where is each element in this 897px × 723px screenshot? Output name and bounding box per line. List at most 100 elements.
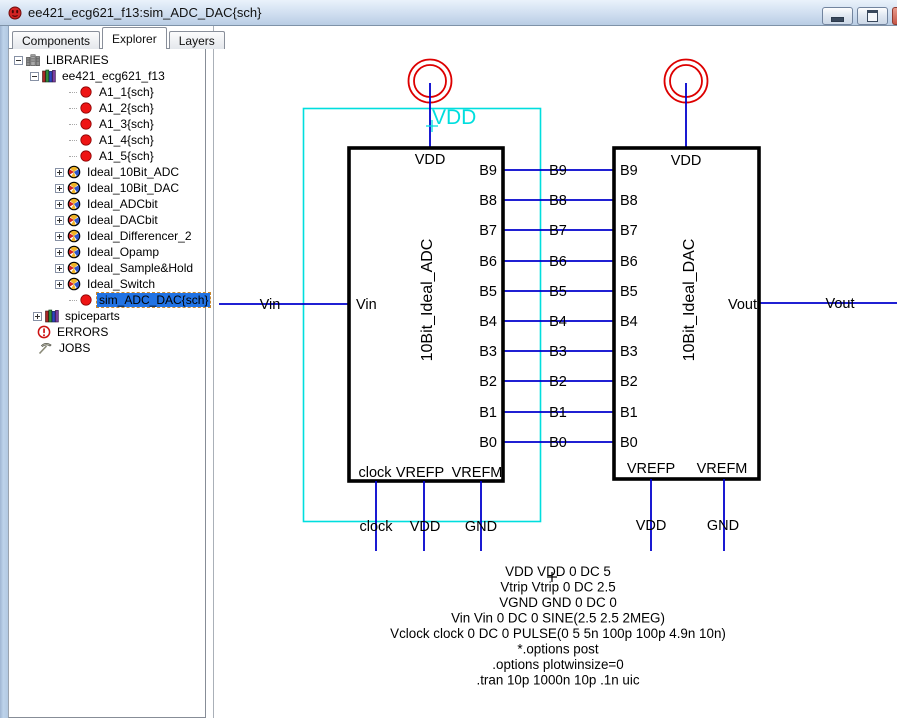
dac-pin-vrefp: VREFP (627, 461, 675, 477)
libraries-icon (26, 53, 40, 67)
tree-item-cellgroup[interactable]: Ideal_DACbit (9, 212, 205, 228)
minimize-button[interactable] (822, 7, 853, 25)
dac-instance[interactable]: VDD Vout VREFP VREFM 10Bit_Ideal_DAC B9 … (612, 146, 761, 481)
vdd-power-symbol[interactable] (407, 58, 453, 149)
tree-item-cellgroup[interactable]: Ideal_Opamp (9, 244, 205, 260)
tree-item-jobs[interactable]: JOBS (9, 340, 205, 356)
adc-instance[interactable]: VDD Vin clock VREFP VREFM 10Bit_Ideal_AD… (347, 146, 505, 483)
side-tabs: Components Explorer Layers (12, 27, 227, 49)
adc-pin-clock: clock (358, 465, 392, 481)
tree-item-errors[interactable]: ERRORS (9, 324, 205, 340)
library-icon (42, 69, 56, 83)
svg-text:B8: B8 (479, 193, 497, 209)
adc-pin-vrefm: VREFM (452, 465, 503, 481)
tree-item-cellgroup[interactable]: Ideal_Switch (9, 276, 205, 292)
tab-explorer[interactable]: Explorer (102, 27, 167, 49)
expand-toggle-icon[interactable] (55, 247, 64, 257)
tab-components[interactable]: Components (12, 31, 101, 49)
tree-item-cellgroup[interactable]: Ideal_ADCbit (9, 196, 205, 212)
bus-net-labels[interactable]: B9 B8 B7 B6 B5 B4 B3 B2 B1 B0 (549, 163, 567, 451)
schematic-canvas[interactable]: VDD Vin Vout VDD Vin clock VREFP VREFM 1… (213, 26, 897, 718)
collapse-toggle-icon[interactable] (14, 55, 23, 65)
svg-text:B6: B6 (479, 254, 497, 270)
expand-toggle-icon[interactable] (55, 199, 64, 209)
svg-text:B6: B6 (620, 254, 638, 270)
expand-toggle-icon[interactable] (55, 231, 64, 241)
library-icon (45, 309, 59, 323)
vdd-power-symbol[interactable] (663, 58, 709, 149)
expand-toggle-icon[interactable] (55, 263, 64, 273)
vdd-net-label-dac[interactable]: VDD (636, 518, 667, 534)
svg-text:VDD VDD 0 DC 5: VDD VDD 0 DC 5 (505, 564, 611, 579)
tree-item-cell[interactable]: A1_3{sch} (9, 116, 205, 132)
svg-text:B0: B0 (549, 435, 567, 451)
tree-item-cell[interactable]: A1_1{sch} (9, 84, 205, 100)
maximize-icon (867, 10, 878, 22)
gnd-net-label-dac[interactable]: GND (707, 518, 739, 534)
svg-text:.tran 10p 1000n 10p .1n uic: .tran 10p 1000n 10p .1n uic (476, 673, 639, 688)
adc-bottom-wires[interactable] (375, 481, 482, 551)
dac-pin-vout: Vout (728, 297, 757, 313)
cell-group-icon (67, 181, 81, 195)
svg-text:B2: B2 (549, 374, 567, 390)
dac-pin-vdd: VDD (671, 153, 702, 169)
tree-item-cell[interactable]: A1_5{sch} (9, 148, 205, 164)
title-bar: ee421_ecg621_f13:sim_ADC_DAC{sch} (0, 0, 897, 26)
tree-item-cell[interactable]: A1_2{sch} (9, 100, 205, 116)
svg-text:B3: B3 (549, 344, 567, 360)
expand-toggle-icon[interactable] (33, 311, 42, 321)
close-button[interactable] (892, 7, 897, 25)
svg-text:B0: B0 (479, 435, 497, 451)
vdd-net-label-adc[interactable]: VDD (410, 519, 441, 535)
clock-net-label[interactable]: clock (359, 519, 393, 535)
tree-item-cellgroup[interactable]: Ideal_Sample&Hold (9, 260, 205, 276)
svg-text:B5: B5 (620, 284, 638, 300)
tree-item-cellgroup[interactable]: Ideal_10Bit_ADC (9, 164, 205, 180)
expand-toggle-icon[interactable] (55, 215, 64, 225)
spice-card[interactable]: VDD VDD 0 DC 5 Vtrip Vtrip 0 DC 2.5 VGND… (390, 564, 726, 688)
window-title: ee421_ecg621_f13:sim_ADC_DAC{sch} (28, 5, 262, 20)
expand-toggle-icon[interactable] (55, 279, 64, 289)
cell-icon (79, 293, 93, 307)
dac-pin-vrefm: VREFM (697, 461, 748, 477)
adc-pin-vin: Vin (356, 297, 377, 313)
svg-text:B1: B1 (620, 405, 638, 421)
tree-item-current-cell[interactable]: sim_ADC_DAC{sch} (9, 292, 212, 308)
svg-text:B9: B9 (620, 163, 638, 179)
tree-item-libraries[interactable]: LIBRARIES (9, 52, 205, 68)
tree-item-library[interactable]: ee421_ecg621_f13 (9, 68, 205, 84)
expand-toggle-icon[interactable] (55, 167, 64, 177)
tab-layers[interactable]: Layers (168, 31, 225, 49)
bus-wires[interactable] (504, 169, 613, 443)
collapse-toggle-icon[interactable] (30, 71, 39, 81)
cell-group-icon (67, 277, 81, 291)
svg-text:B6: B6 (549, 254, 567, 270)
svg-text:B2: B2 (479, 374, 497, 390)
cell-icon (79, 101, 93, 115)
selected-cell-label[interactable]: sim_ADC_DAC{sch} (95, 292, 212, 308)
svg-text:B4: B4 (620, 314, 638, 330)
svg-text:B3: B3 (620, 344, 638, 360)
gnd-net-label-adc[interactable]: GND (465, 519, 497, 535)
vdd-net-label[interactable]: VDD (426, 106, 476, 132)
cell-icon (79, 85, 93, 99)
tree-item-cellgroup[interactable]: Ideal_10Bit_DAC (9, 180, 205, 196)
tree-item-cell[interactable]: A1_4{sch} (9, 132, 205, 148)
cell-group-icon (67, 197, 81, 211)
expand-toggle-icon[interactable] (55, 183, 64, 193)
schematic-drawing: VDD Vin Vout VDD Vin clock VREFP VREFM 1… (219, 58, 897, 688)
cell-icon (79, 149, 93, 163)
text-anchor-icon (547, 572, 557, 582)
svg-text:B1: B1 (549, 405, 567, 421)
tree-item-spiceparts[interactable]: spiceparts (9, 308, 205, 324)
maximize-button[interactable] (857, 7, 888, 25)
cell-group-icon (67, 245, 81, 259)
minimize-icon (831, 16, 844, 22)
dac-bottom-wires[interactable] (650, 479, 725, 551)
dac-cell-name: 10Bit_Ideal_DAC (681, 239, 698, 362)
svg-text:VDD: VDD (432, 106, 476, 129)
jobs-icon (37, 341, 53, 355)
tree-item-cellgroup[interactable]: Ideal_Differencer_2 (9, 228, 205, 244)
vout-net-label[interactable]: Vout (825, 296, 854, 312)
vin-net-label[interactable]: Vin (260, 297, 281, 313)
